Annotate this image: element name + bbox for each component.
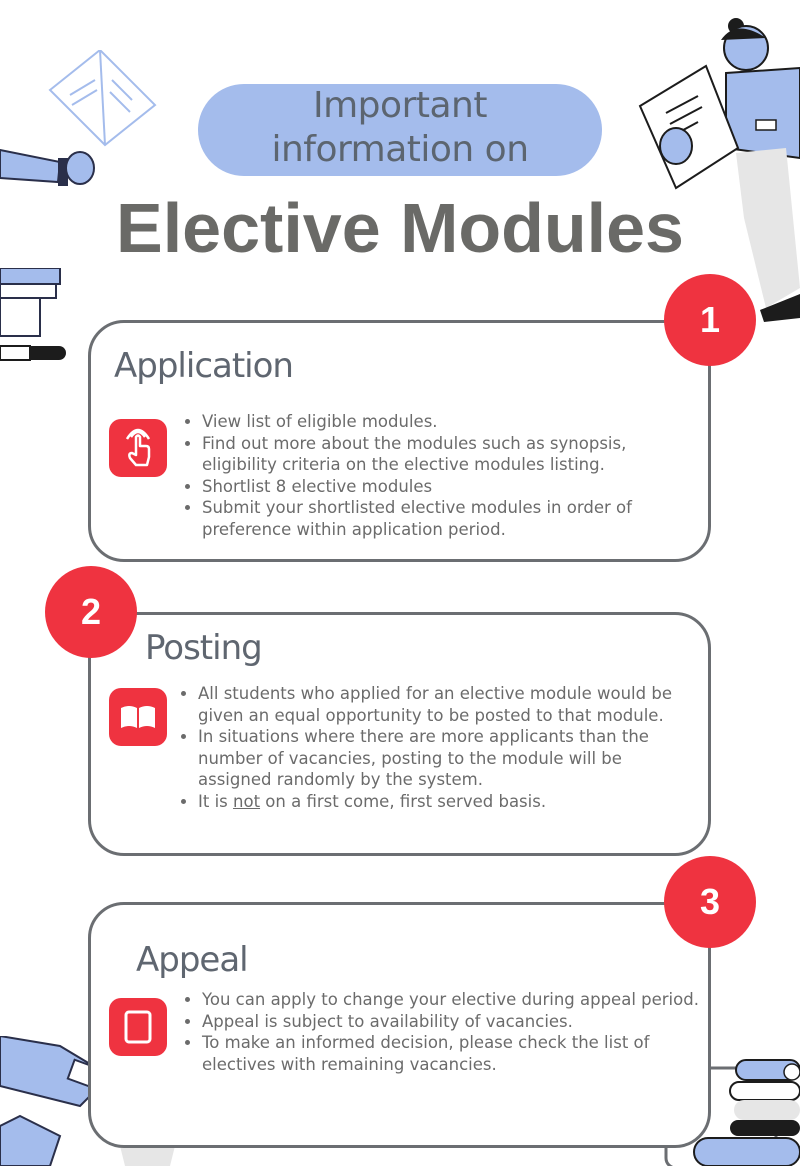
bullet-text: It is [198,791,234,811]
list-item: Submit your shortlisted elective modules… [202,497,680,540]
step-2-badge: 2 [45,566,137,658]
book-stack-pen-illustration [0,268,66,361]
application-bullets: View list of eligible modules. Find out … [180,411,680,540]
posting-bullets: All students who applied for an elective… [176,683,686,812]
step-1-badge: 1 [664,274,756,366]
application-card [88,320,711,562]
posting-card [88,612,711,856]
list-item: All students who applied for an elective… [198,683,686,726]
list-item: View list of eligible modules. [202,411,680,433]
open-book-icon [109,688,167,746]
person-holding-notebook-illustration [638,18,800,322]
emphasis-not: not [233,791,261,811]
list-item: Shortlist 8 elective modules [202,476,680,498]
list-item: In situations where there are more appli… [198,726,686,791]
page-subtitle: Important information on [198,84,602,172]
list-item: Find out more about the modules such as … [202,433,680,476]
tablet-icon [109,998,167,1056]
bullet-text: on a first come, first served basis. [260,791,547,811]
application-title: Application [114,346,294,386]
list-item: To make an informed decision, please che… [202,1032,700,1075]
list-item: It is not on a first come, first served … [198,791,686,813]
appeal-card [88,902,711,1148]
subtitle-line-2: information on [271,129,529,170]
step-3-badge: 3 [664,856,756,948]
appeal-title: Appeal [136,940,249,980]
list-item: You can apply to change your elective du… [202,989,700,1011]
appeal-bullets: You can apply to change your elective du… [180,989,700,1075]
tap-hand-icon [109,419,167,477]
hand-holding-book-illustration [0,50,157,186]
list-item: Appeal is subject to availability of vac… [202,1011,700,1033]
page-title: Elective Modules [116,189,684,267]
header-pill [198,84,602,176]
posting-title: Posting [145,628,263,668]
subtitle-line-1: Important [313,85,487,126]
